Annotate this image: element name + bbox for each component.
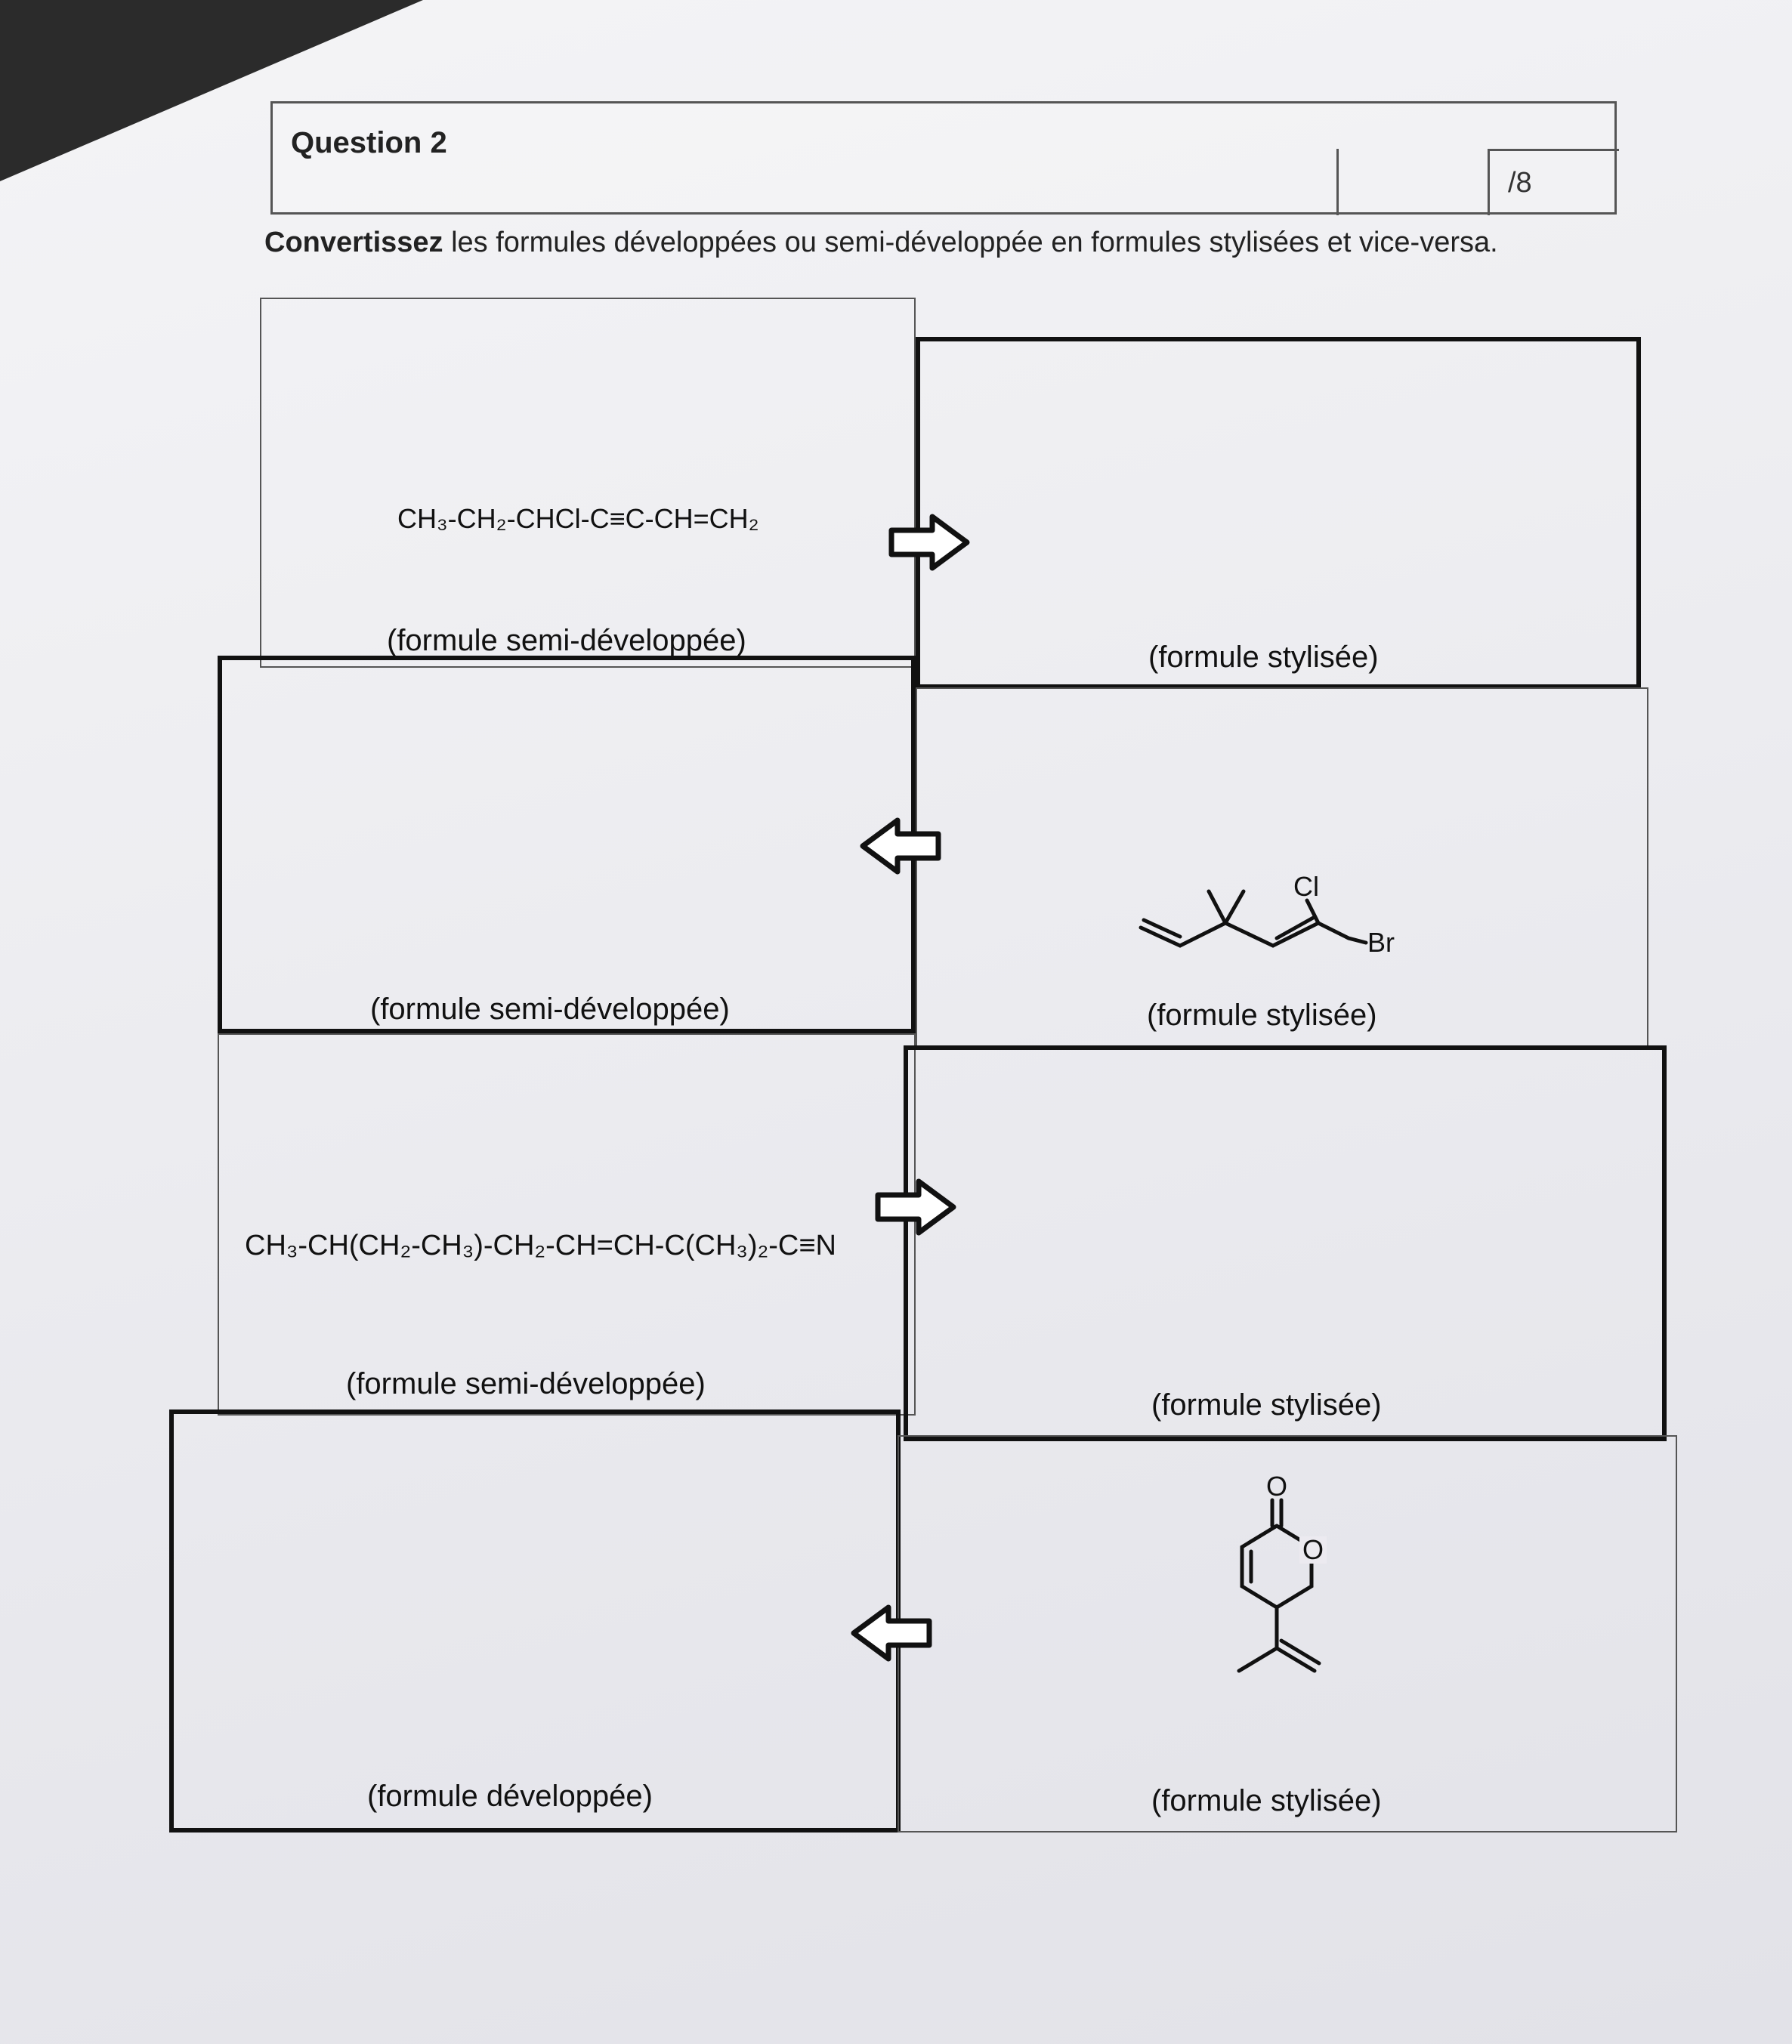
row4-molecule: O O xyxy=(1237,1473,1327,1673)
score-input-cell[interactable] xyxy=(1336,149,1490,215)
row3-right-caption: (formule stylisée) xyxy=(1151,1388,1382,1422)
ring-oxygen-bg xyxy=(1299,1536,1327,1564)
row3-left-cell: CH₃-CH(CH₂-CH₃)-CH₂-CH=CH-C(CH₃)₂-C≡N (f… xyxy=(218,1033,916,1416)
arrow-right-icon xyxy=(888,514,970,571)
bromine-label: Br xyxy=(1367,927,1395,958)
row4-left-cell[interactable]: (formule développée) xyxy=(169,1409,901,1832)
row1-right-cell[interactable]: (formule stylisée) xyxy=(916,337,1641,689)
row2-molecule: Cl Br xyxy=(1139,871,1395,958)
arrow-left-icon xyxy=(851,1604,932,1662)
chlorine-label: Cl xyxy=(1293,871,1319,902)
instruction-bold: Convertissez xyxy=(264,227,443,258)
score-total: /8 xyxy=(1488,149,1619,215)
row4-right-cell: (formule stylisée) xyxy=(898,1435,1677,1832)
row2-left-cell[interactable]: (formule semi-développée) xyxy=(218,656,916,1033)
carbonyl-oxygen-label: O xyxy=(1266,1473,1287,1502)
row4-left-caption: (formule développée) xyxy=(367,1780,653,1813)
arrow-left-icon xyxy=(860,817,941,875)
row2-left-caption: (formule semi-développée) xyxy=(370,993,730,1026)
row3-formula: CH₃-CH(CH₂-CH₃)-CH₂-CH=CH-C(CH₃)₂-C≡N xyxy=(245,1230,836,1261)
row3-right-cell[interactable]: (formule stylisée) xyxy=(904,1045,1667,1441)
instruction-rest: les formules développées ou semi-dévelop… xyxy=(443,227,1498,258)
arrow-right-icon xyxy=(875,1178,956,1236)
row1-right-caption: (formule stylisée) xyxy=(1148,641,1379,674)
row4-right-caption: (formule stylisée) xyxy=(1151,1784,1382,1817)
instruction-text: Convertissez les formules développées ou… xyxy=(264,227,1498,259)
question-title: Question 2 xyxy=(291,126,447,159)
row1-formula: CH₃-CH₂-CHCl-C≡C-CH=CH₂ xyxy=(397,503,759,534)
question-header: Question 2 /8 xyxy=(270,101,1619,215)
ring-oxygen-label: O xyxy=(1302,1534,1324,1565)
row1-left-caption: (formule semi-développée) xyxy=(387,624,746,657)
row3-left-caption: (formule semi-développée) xyxy=(346,1367,706,1400)
row2-right-caption: (formule stylisée) xyxy=(1147,999,1377,1032)
row1-left-cell: CH₃-CH₂-CHCl-C≡C-CH=CH₂ (formule semi-dé… xyxy=(260,298,916,668)
